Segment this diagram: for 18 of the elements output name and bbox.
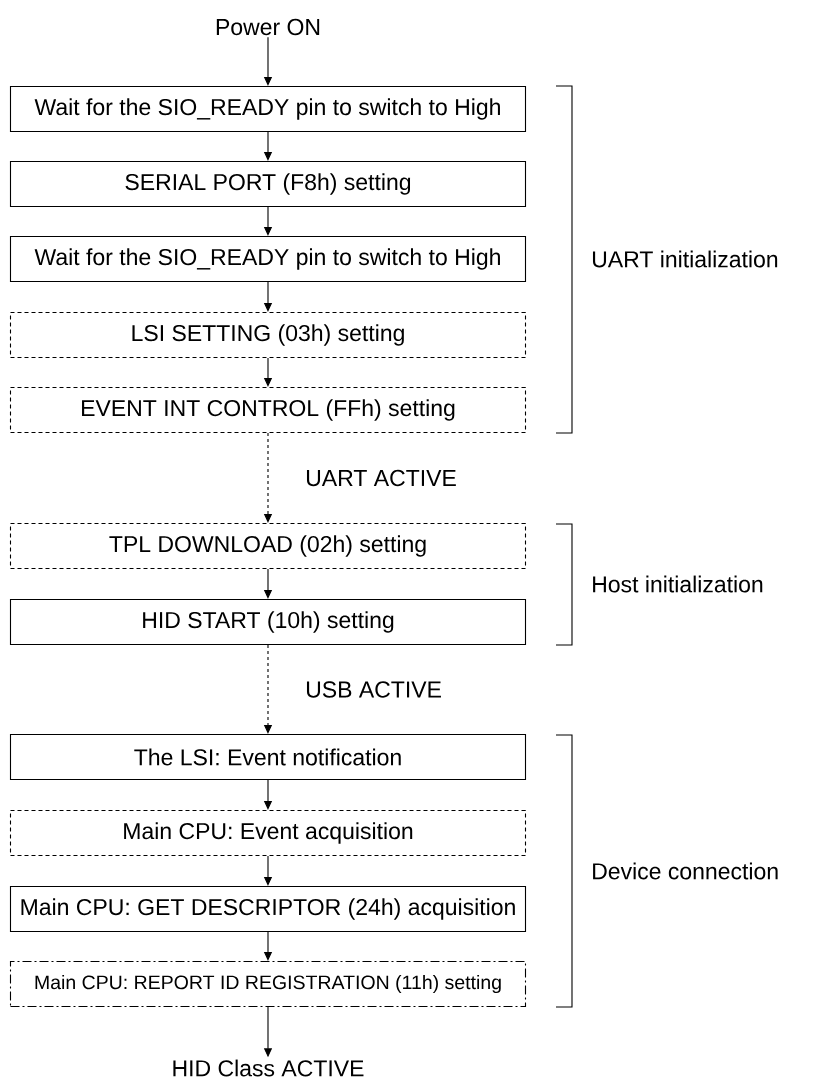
process-box: HID START (10h) setting (9, 598, 527, 646)
process-box: SERIAL PORT (F8h) setting (9, 160, 527, 208)
process-box: LSI SETTING (03h) setting (9, 311, 527, 359)
flow-label: Power ON (216, 18, 320, 36)
group-label: UART initialization (593, 250, 778, 268)
process-box: TPL DOWNLOAD (02h) setting (9, 522, 527, 570)
edge-label: USB ACTIVE (307, 681, 441, 698)
process-box: Main CPU: Event acquisition (9, 809, 527, 857)
process-box: Wait for the SIO_READY pin to switch to High (9, 85, 527, 133)
process-box: Main CPU: GET DESCRIPTOR (24h) acquisition (9, 885, 527, 933)
process-box: Wait for the SIO_READY pin to switch to High (9, 235, 527, 283)
process-box: The LSI: Event notification (9, 733, 527, 781)
flow-label: HID Class ACTIVE (173, 1059, 364, 1077)
edge-label: UART ACTIVE (307, 469, 456, 487)
process-box: Main CPU: REPORT ID REGISTRATION (11h) setting (9, 960, 527, 1008)
process-box: EVENT INT CONTROL (FFh) setting (9, 386, 527, 434)
group-label: Host initialization (593, 575, 763, 593)
group-label: Device connection (593, 862, 778, 880)
